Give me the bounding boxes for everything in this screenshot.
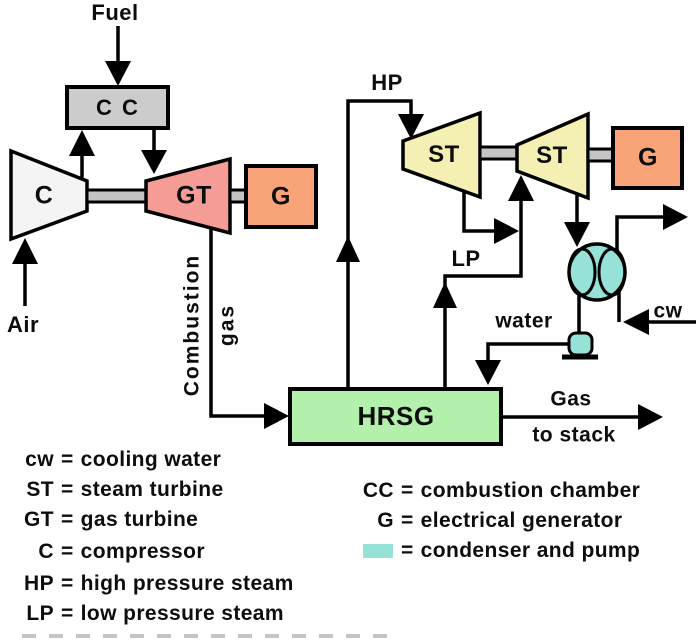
- air-label: Air: [6, 312, 40, 337]
- compressor-shape: [9, 148, 89, 242]
- gas-to-stack-label-line2: to stack: [532, 423, 616, 447]
- legend-definition: compressor: [80, 540, 205, 563]
- steam-turbine2-shape: [515, 111, 590, 201]
- condenser-left-arc: [567, 247, 597, 297]
- legend-item-condenser: = condenser and pump: [334, 536, 640, 566]
- cc-label: C C: [96, 95, 140, 120]
- pump-shape: [567, 331, 594, 357]
- hp-flow-arrowhead: [336, 236, 360, 262]
- cooling-water-out-pipe: [615, 215, 665, 252]
- water-label: water: [495, 309, 553, 333]
- cc-to-gt-arrowhead: [141, 150, 167, 174]
- legend-item-gt: GT = gas turbine: [6, 505, 294, 535]
- legend-item-g: G = electrical generator: [334, 506, 640, 536]
- legend-equals: =: [401, 539, 414, 562]
- legend-abbr: C: [38, 540, 54, 563]
- legend-definition: cooling water: [80, 448, 222, 471]
- hp-label: HP: [371, 70, 403, 95]
- legend-definition: combustion chamber: [420, 479, 641, 502]
- compressor-to-cc-arrowhead: [69, 130, 95, 156]
- legend-left: cw = cooling water ST = steam turbine GT…: [6, 445, 294, 629]
- condenser-swatch-icon: [363, 544, 393, 558]
- legend-right: CC = combustion chamber G = electrical g…: [334, 476, 640, 566]
- cw-label: cw: [653, 299, 683, 323]
- legend-equals: =: [401, 479, 414, 502]
- legend-equals: =: [61, 572, 74, 595]
- steam-turbine1-label: ST: [428, 141, 460, 168]
- st1-exhaust-arrowhead: [494, 218, 519, 244]
- legend-item-c: C = compressor: [6, 537, 294, 567]
- legend-item-cw: cw = cooling water: [6, 445, 294, 475]
- steam-turbine1-shape: [401, 110, 482, 200]
- combustion-gas-label-line1: Combustion: [180, 253, 204, 397]
- legend-abbr: ST: [26, 478, 54, 501]
- cooling-water-out-arrowhead: [663, 204, 688, 230]
- legend-definition: gas turbine: [80, 508, 199, 531]
- legend-abbr: GT: [24, 508, 54, 531]
- hrsg-label: HRSG: [357, 401, 435, 431]
- st2-exhaust-arrowhead: [564, 222, 590, 247]
- combustion-gas-pipe: [209, 228, 267, 418]
- compressor-label: C: [34, 181, 54, 210]
- combustion-chamber-box: [65, 85, 170, 130]
- legend-item-cc: CC = combustion chamber: [334, 476, 640, 506]
- combustion-gas-label-line2: gas: [215, 303, 239, 347]
- legend-equals: =: [61, 508, 74, 531]
- legend-item-st: ST = steam turbine: [6, 475, 294, 505]
- generator1-box: [244, 164, 318, 229]
- fuel-arrowhead: [105, 61, 131, 86]
- cw-in-arrowhead: [623, 309, 649, 335]
- cropped-text-fragment: [22, 634, 392, 638]
- st2-generator-shaft: [586, 147, 615, 163]
- gas-turbine-shape: [144, 156, 232, 236]
- gas-to-stack-label-line1: Gas: [550, 387, 592, 411]
- air-arrowhead: [12, 238, 38, 264]
- generator2-box: [611, 126, 684, 190]
- legend-item-hp: HP = high pressure steam: [6, 569, 294, 599]
- lp-into-st2-arrowhead: [508, 175, 534, 201]
- legend-abbr: G: [377, 509, 394, 532]
- generator1-label: G: [271, 182, 291, 211]
- combustion-gas-arrowhead: [264, 403, 289, 429]
- legend-abbr: cw: [25, 448, 54, 471]
- condenser-shape: [567, 242, 627, 302]
- stack-gas-arrowhead: [638, 404, 663, 430]
- legend-equals: =: [61, 448, 74, 471]
- feedwater-pipe: [486, 342, 569, 362]
- st1-exhaust-pipe: [462, 191, 497, 233]
- steam-turbine2-label: ST: [536, 142, 568, 169]
- legend-abbr: CC: [362, 479, 394, 502]
- generator2-label: G: [638, 143, 658, 172]
- feedwater-arrowhead: [475, 360, 501, 385]
- legend-definition: electrical generator: [420, 509, 623, 532]
- legend-abbr: LP: [26, 602, 54, 625]
- condenser-right-arc: [597, 247, 627, 297]
- legend-definition: high pressure steam: [80, 572, 294, 595]
- legend-item-lp: LP = low pressure steam: [6, 599, 294, 629]
- legend-definition: condenser and pump: [420, 539, 641, 562]
- legend-definition: low pressure steam: [80, 602, 284, 625]
- lp-steam-pipe: [443, 200, 523, 389]
- lp-flow-arrowhead: [433, 282, 457, 308]
- st1-st2-shaft: [478, 145, 519, 161]
- hrsg-box: [288, 387, 503, 446]
- lp-label: LP: [451, 246, 481, 271]
- hp-into-st1-arrowhead: [398, 114, 424, 139]
- legend-equals: =: [61, 478, 74, 501]
- legend-equals: =: [61, 540, 74, 563]
- gt-generator-shaft: [228, 188, 248, 204]
- fuel-label: Fuel: [91, 0, 139, 25]
- legend-equals: =: [401, 509, 414, 532]
- legend-definition: steam turbine: [80, 478, 224, 501]
- legend-abbr: HP: [24, 572, 54, 595]
- gas-turbine-label: GT: [176, 181, 212, 210]
- legend-equals: =: [61, 602, 74, 625]
- compressor-gt-shaft: [85, 188, 148, 204]
